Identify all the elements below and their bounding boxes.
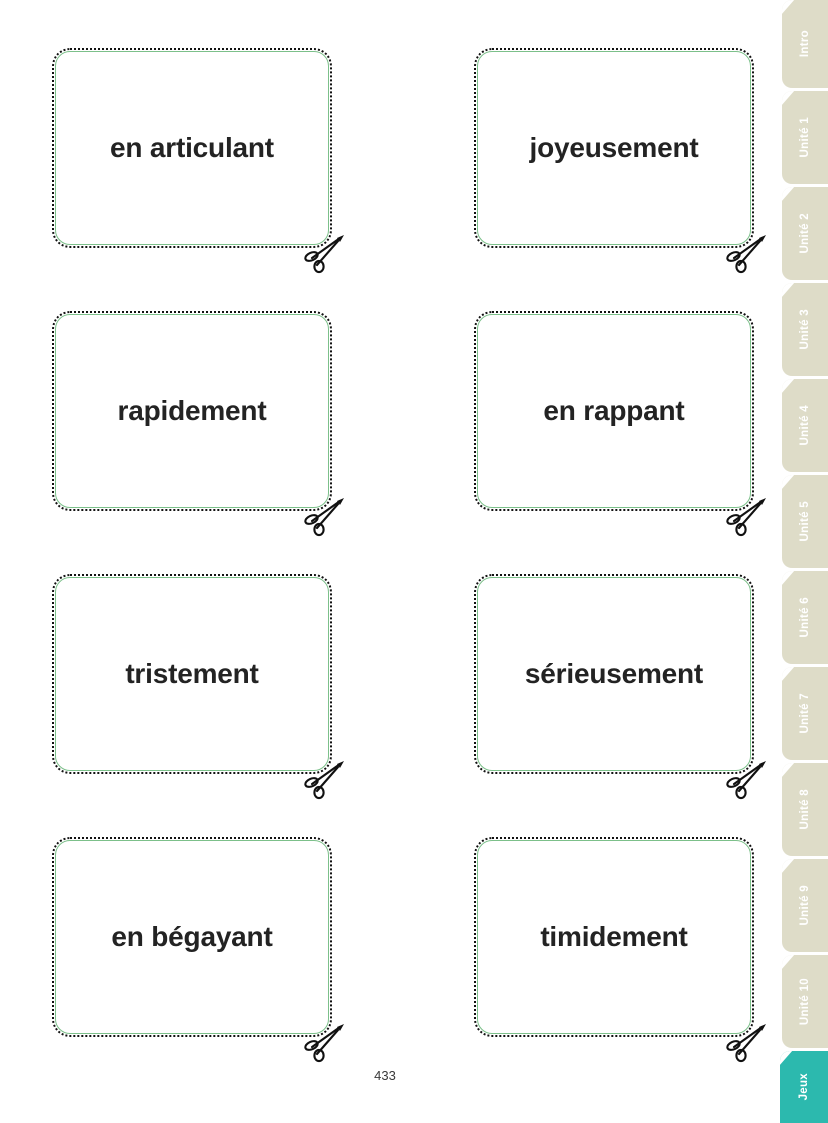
tab-label: Jeux [798,1073,810,1101]
tab-notch [782,475,795,490]
tab-notch [782,0,795,15]
cut-line [474,574,754,774]
flashcard[interactable]: tristement [52,574,344,800]
flashcard[interactable]: timidement [474,837,766,1063]
tab-jeux[interactable]: Jeux [780,1051,828,1123]
card-label: en articulant [110,131,274,163]
card-face: en bégayant [55,840,329,1034]
cut-line [52,837,332,1037]
card-label: sérieusement [524,657,704,689]
flashcard-grid: en articulant joyeusement [52,48,766,1063]
card-face: joyeusement [477,51,751,245]
tab-notch [782,667,795,682]
tab-unite-1[interactable]: Unité 1 [782,91,828,184]
tab-notch [782,91,795,106]
tab-unite-9[interactable]: Unité 9 [782,859,828,952]
cut-line [474,837,754,1037]
card-face: tristement [55,577,329,771]
tab-notch [782,283,795,298]
tab-label: Unité 6 [799,597,811,638]
tab-label: Unité 1 [799,117,811,158]
card-label: en bégayant [111,920,273,952]
tab-rail: Intro Unité 1 Unité 2 Unité 3 Unité 4 Un… [770,0,828,1123]
card-face: sérieusement [477,577,751,771]
cut-line [474,311,754,511]
cut-line [52,574,332,774]
tab-unite-4[interactable]: Unité 4 [782,379,828,472]
tab-unite-6[interactable]: Unité 6 [782,571,828,664]
tab-label: Unité 7 [799,693,811,734]
card-face: rapidement [55,314,329,508]
tab-notch [782,379,795,394]
tab-label: Unité 3 [799,309,811,350]
tab-label: Unité 10 [799,977,811,1026]
tab-label: Intro [799,30,811,58]
tab-notch [782,859,795,874]
card-label: timidement [540,920,688,952]
tab-notch [782,187,795,202]
tab-label: Unité 2 [799,213,811,254]
tab-label: Unité 9 [799,885,811,926]
flashcard[interactable]: en bégayant [52,837,344,1063]
cut-line [474,48,754,248]
tab-label: Unité 4 [799,405,811,446]
flashcard[interactable]: joyeusement [474,48,766,274]
card-label: joyeusement [529,131,699,163]
tab-unite-2[interactable]: Unité 2 [782,187,828,280]
card-label: tristement [125,657,259,689]
flashcard[interactable]: rapidement [52,311,344,537]
tab-label: Unité 5 [799,501,811,542]
tab-notch [782,955,795,970]
worksheet-page: en articulant joyeusement [52,48,766,1083]
tab-unite-5[interactable]: Unité 5 [782,475,828,568]
cut-line [52,311,332,511]
card-face: en rappant [477,314,751,508]
tab-intro[interactable]: Intro [782,0,828,88]
tab-label: Unité 8 [799,789,811,830]
tab-notch [782,571,795,586]
tab-unite-3[interactable]: Unité 3 [782,283,828,376]
flashcard[interactable]: sérieusement [474,574,766,800]
tab-unite-10[interactable]: Unité 10 [782,955,828,1048]
tab-unite-8[interactable]: Unité 8 [782,763,828,856]
card-label: rapidement [117,394,267,426]
cut-line [52,48,332,248]
tab-notch [780,1051,793,1066]
card-face: en articulant [55,51,329,245]
card-face: timidement [477,840,751,1034]
tab-unite-7[interactable]: Unité 7 [782,667,828,760]
card-label: en rappant [543,394,685,426]
tab-notch [782,763,795,778]
page-number: 433 [374,1068,396,1083]
flashcard[interactable]: en articulant [52,48,344,274]
flashcard[interactable]: en rappant [474,311,766,537]
